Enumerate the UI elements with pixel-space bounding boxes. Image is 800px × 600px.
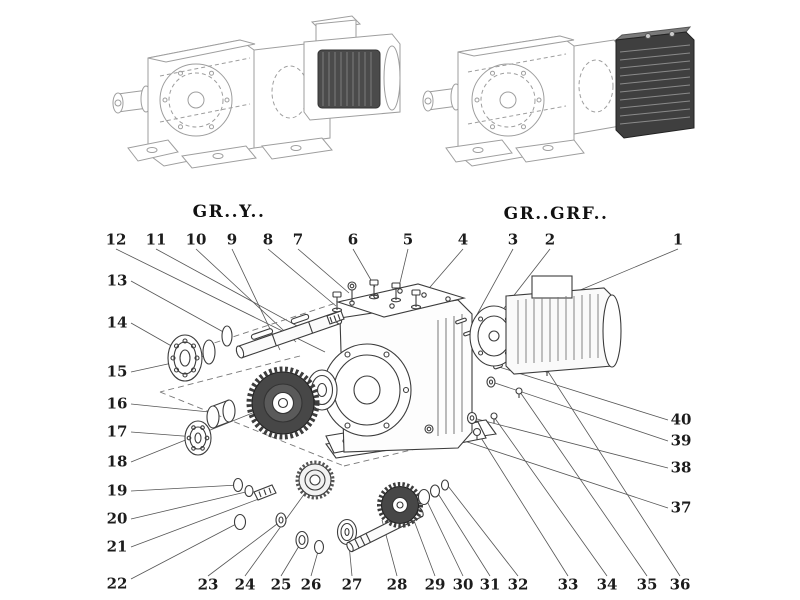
motor-exploded	[469, 275, 622, 375]
part-callout-25: 25	[270, 575, 292, 594]
dark-gear-teeth	[377, 482, 423, 528]
part-callout-40: 40	[670, 410, 692, 429]
part-callout-35: 35	[636, 575, 658, 594]
part-callout-23: 23	[197, 575, 219, 594]
bearing-2	[184, 420, 212, 456]
shim-ring	[202, 339, 216, 365]
part-callout-38: 38	[670, 458, 692, 477]
assembled-view-gr-grf	[422, 26, 695, 167]
part-callout-29: 29	[424, 575, 446, 594]
part-callout-36: 36	[669, 575, 691, 594]
mounting-feet-drawing	[127, 137, 333, 169]
cover-bolt	[331, 291, 343, 313]
part-callout-6: 6	[347, 230, 359, 249]
part-callout-2: 2	[544, 230, 556, 249]
cover-bolt-2	[368, 279, 380, 300]
part-callout-21: 21	[106, 537, 128, 556]
part-callout-31: 31	[479, 575, 501, 594]
part-callout-39: 39	[670, 431, 692, 450]
part-callout-33: 33	[557, 575, 579, 594]
intermediate-gear	[295, 460, 335, 500]
part-callout-12: 12	[105, 230, 127, 249]
part-callout-17: 17	[106, 422, 128, 441]
part-callout-20: 20	[106, 509, 128, 528]
large-helical-gear	[246, 366, 320, 440]
retaining-ring	[221, 325, 233, 347]
part-callout-27: 27	[341, 575, 363, 594]
part-callout-9: 9	[226, 230, 238, 249]
part-callout-13: 13	[106, 271, 128, 290]
large-bearing	[167, 334, 203, 382]
assembled-view-gr-y	[112, 15, 401, 169]
part-callout-24: 24	[234, 575, 256, 594]
motor-drawing	[303, 15, 401, 121]
small-hardware-right	[466, 362, 551, 440]
output-shaft-drawing-2	[422, 83, 462, 112]
part-callout-28: 28	[386, 575, 408, 594]
part-callout-8: 8	[262, 230, 274, 249]
part-callout-3: 3	[507, 230, 519, 249]
part-callout-15: 15	[106, 362, 128, 381]
part-callout-18: 18	[106, 452, 128, 471]
part-callout-32: 32	[507, 575, 529, 594]
cover-bolt-3	[390, 282, 402, 303]
part-callout-10: 10	[185, 230, 207, 249]
part-callout-14: 14	[106, 313, 128, 332]
spacer-sleeve	[206, 399, 236, 429]
part-callout-7: 7	[292, 230, 304, 249]
cover-bolt-4	[410, 289, 422, 310]
part-callout-37: 37	[670, 498, 692, 517]
exploded-view	[159, 275, 622, 555]
model-label-gr-grf: GR..GRF..	[503, 204, 609, 224]
housing-cover-and-bolts	[331, 279, 467, 318]
part-callout-22: 22	[106, 574, 128, 593]
part-callout-30: 30	[452, 575, 474, 594]
gear-housing-drawing-2	[457, 35, 575, 167]
output-shaft-assembly	[235, 310, 345, 359]
part-callout-19: 19	[106, 481, 128, 500]
part-callout-16: 16	[106, 394, 128, 413]
shaft-key-2	[290, 313, 310, 325]
shaft-key	[250, 328, 274, 340]
part-callout-5: 5	[402, 230, 414, 249]
part-callout-26: 26	[300, 575, 322, 594]
gearbox-housing	[322, 299, 497, 459]
output-shaft-drawing	[112, 85, 152, 114]
part-callout-1: 1	[672, 230, 684, 249]
model-label-gr-y: GR..Y..	[192, 202, 266, 222]
part-callout-4: 4	[457, 230, 469, 249]
eye-bolt	[347, 281, 357, 302]
lower-shaft-assembly	[295, 479, 450, 555]
part-callout-11: 11	[145, 230, 167, 249]
washers-and-pinion-left	[232, 477, 287, 531]
mounting-feet-drawing-2	[445, 139, 585, 163]
motor-with-fan-cover-drawing	[573, 26, 695, 139]
part-callout-34: 34	[596, 575, 618, 594]
